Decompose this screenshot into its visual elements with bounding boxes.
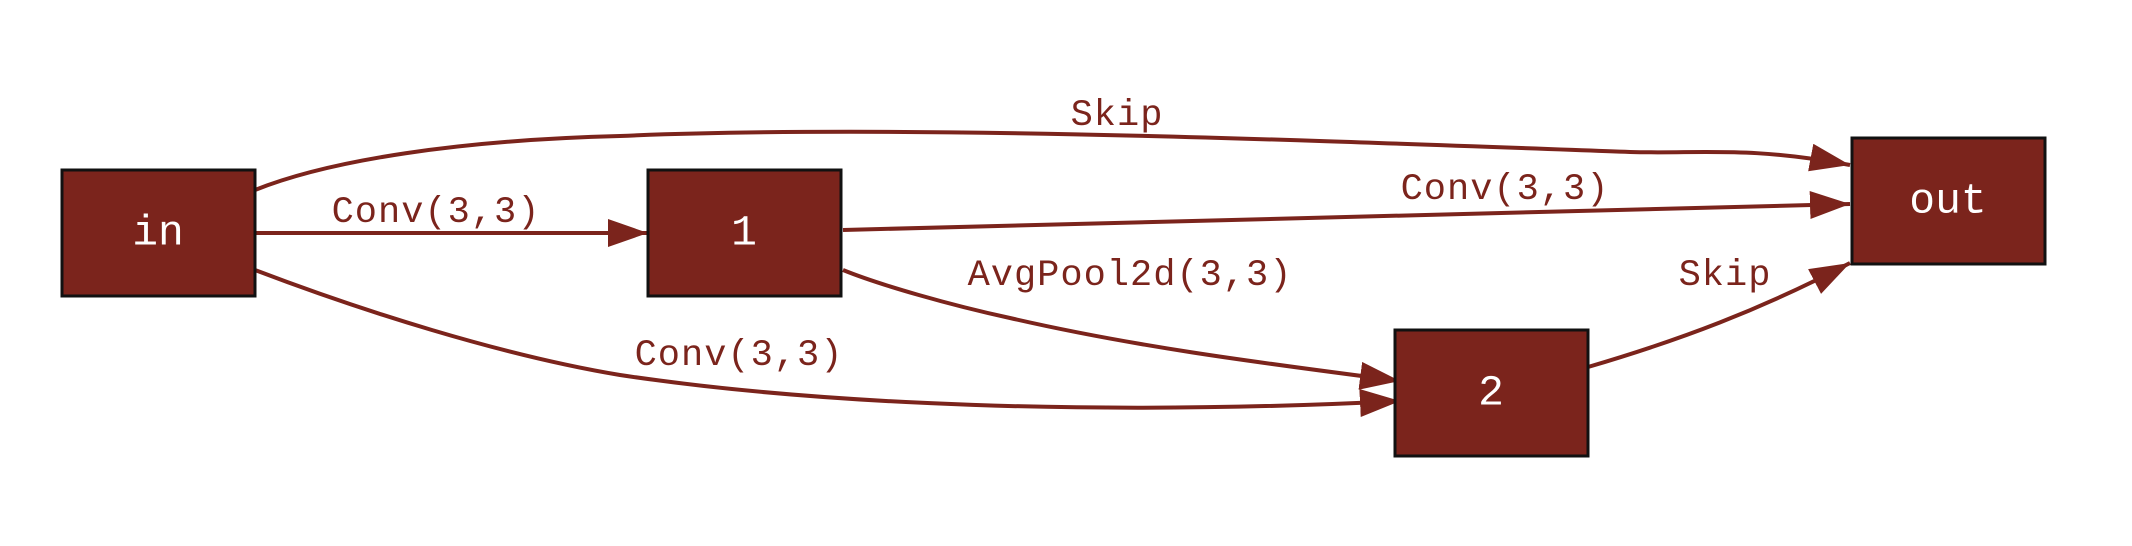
node-2-label: 2 bbox=[1478, 369, 1504, 418]
edge-in-out bbox=[254, 129, 1851, 192]
edge-1-2 bbox=[842, 268, 1401, 390]
node-in-label: in bbox=[132, 209, 184, 258]
edge-label-1-2: AvgPool2d(3,3) bbox=[968, 255, 1293, 297]
edge-label-in-out: Skip bbox=[1071, 95, 1164, 137]
node-1-label: 1 bbox=[731, 209, 757, 258]
edge-2-out bbox=[1587, 261, 1851, 369]
edge-label-1-out: Conv(3,3) bbox=[1401, 169, 1610, 211]
node-out-label: out bbox=[1909, 177, 1986, 226]
node-2: 2 bbox=[1393, 328, 1590, 458]
edge-label-2-out: Skip bbox=[1679, 255, 1772, 297]
node-in: in bbox=[60, 168, 257, 298]
edge-label-in-2: Conv(3,3) bbox=[635, 335, 844, 377]
node-1: 1 bbox=[646, 168, 843, 298]
edge-1-out bbox=[842, 191, 1851, 232]
edge-in-2 bbox=[254, 268, 1401, 417]
edge-label-in-1: Conv(3,3) bbox=[332, 192, 541, 234]
node-out: out bbox=[1850, 136, 2047, 266]
